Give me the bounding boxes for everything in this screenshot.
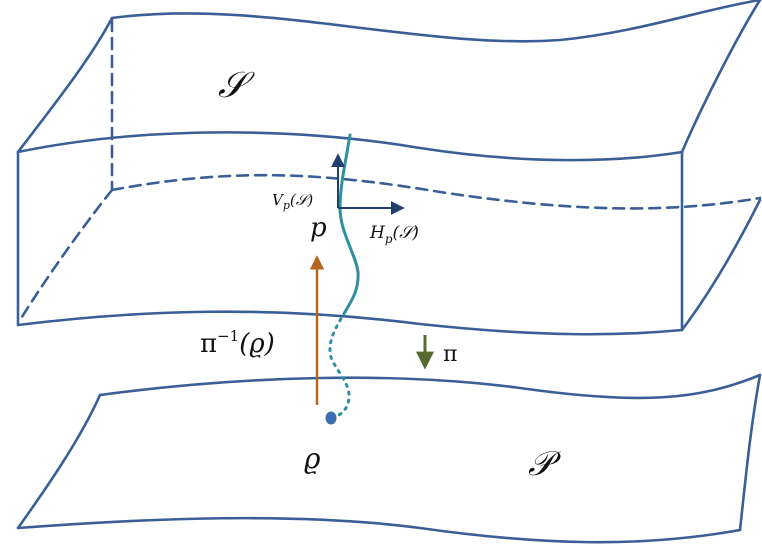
fiber-curve-dotted: [328, 310, 351, 420]
projection-label: π: [443, 342, 457, 367]
total-space-top-back-edge: [110, 0, 762, 43]
total-space-left-top-edge: [16, 16, 114, 154]
base-space-left-edge: [16, 393, 102, 530]
base-point-rho: [325, 411, 337, 425]
total-space-right-top-edge: [680, 0, 762, 154]
base-space-label: 𝒫: [528, 444, 562, 484]
point-rho-label: ϱ: [304, 442, 321, 475]
base-space-front-edge: [16, 516, 742, 544]
total-space-left-lower-hidden-edge: [18, 188, 114, 322]
base-space-right-edge: [738, 373, 762, 532]
vertical-subspace-label: Vp(𝒮): [272, 191, 313, 212]
total-space-slab: [16, 0, 762, 336]
point-p-label: p: [310, 213, 327, 243]
horizontal-subspace-label: Hp(𝒮): [369, 223, 419, 246]
fiber-preimage-label: π−1(ϱ): [200, 327, 275, 359]
total-space-label: 𝒮: [218, 65, 255, 106]
total-space-top-front-edge: [16, 131, 684, 162]
base-space-sheet: [16, 373, 762, 544]
total-space-bottom-front-edge: [16, 310, 684, 336]
fiber-curve-solid: [338, 133, 360, 314]
total-space-right-lower-edge: [680, 198, 762, 332]
base-space-back-edge: [98, 373, 762, 400]
total-space-back-bottom-hidden-edge: [110, 173, 762, 210]
